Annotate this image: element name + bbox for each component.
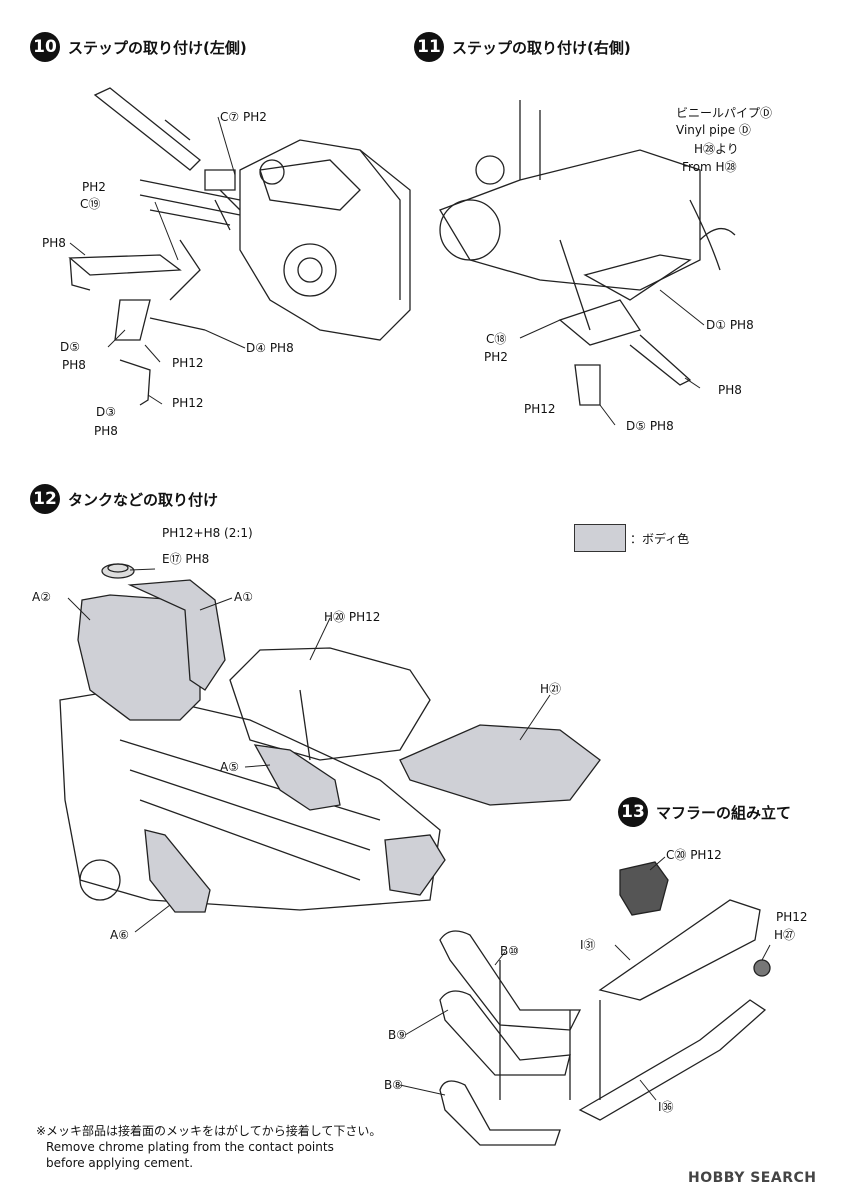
step-13-number: 13	[618, 797, 648, 827]
step-11-title: ステップの取り付け(右側)	[452, 38, 631, 57]
callout-11-c18: C⑱	[486, 332, 507, 346]
watermark-logo: HOBBY SEARCH	[688, 1170, 817, 1186]
step-12-header: 12 タンクなどの取り付け	[30, 484, 218, 514]
body-color-swatch	[574, 524, 626, 552]
step-12-number: 12	[30, 484, 60, 514]
callout-11-ph2: PH2	[484, 350, 508, 364]
side-panel-a5	[253, 744, 341, 811]
step13-drawing	[439, 861, 771, 1146]
callout-13-b10: B⑩	[500, 944, 519, 958]
callout-12-h20: H⑳ PH12	[324, 610, 381, 624]
tank-left-half	[77, 594, 201, 721]
callout-10-ph12-b: PH12	[172, 396, 204, 410]
side-panel-a6	[144, 829, 211, 913]
callout-10-c19: C⑲	[80, 197, 101, 211]
chrome-note-en-1: Remove chrome plating from the contact p…	[46, 1140, 334, 1154]
callout-11-from-en: From H㉘	[682, 160, 737, 174]
callout-12-a6: A⑥	[110, 928, 129, 942]
step-13-title: マフラーの組み立て	[656, 803, 792, 822]
tail-cowl	[399, 724, 601, 806]
callout-10-ph2: PH2	[82, 180, 106, 194]
body-color-label: ：ボディ色	[630, 532, 690, 546]
callout-11-from-jp: H㉘より	[694, 142, 739, 156]
fuel-cap	[101, 563, 135, 579]
step-12-title: タンクなどの取り付け	[68, 490, 219, 509]
step12-drawing	[59, 647, 441, 911]
callout-12-a5: A⑤	[220, 760, 239, 774]
callout-13-c20: C⑳ PH12	[666, 848, 722, 862]
tank-right-half	[127, 579, 226, 691]
callout-12-e17: E⑰ PH8	[162, 552, 210, 566]
step-11-number: 11	[414, 32, 444, 62]
callout-13-h27: H㉗	[774, 928, 796, 942]
chrome-note-jp: ※メッキ部品は接着面のメッキをはがしてから接着して下さい。	[36, 1124, 382, 1138]
chrome-note-en-2: before applying cement.	[46, 1156, 194, 1170]
callout-12-h21: H㉑	[540, 682, 562, 696]
callout-11-vinyl-en: Vinyl pipe Ⓓ	[676, 123, 751, 137]
callout-10-ph8-c: PH8	[94, 424, 118, 438]
callout-11-ph8: PH8	[718, 383, 742, 397]
callout-13-i36: I㊱	[658, 1100, 674, 1114]
callout-10-d3: D③	[96, 405, 116, 419]
step10-frame-drawing	[68, 87, 411, 406]
callout-13-b8: B⑧	[384, 1078, 403, 1092]
callout-11-d5: D⑤ PH8	[626, 419, 674, 433]
callout-10-ph8-b: PH8	[62, 358, 86, 372]
leader-lines	[67, 116, 771, 1101]
callout-13-ph12: PH12	[776, 910, 808, 924]
callout-10-d4: D④ PH8	[246, 341, 294, 355]
step-10-header: 10 ステップの取り付け(左側)	[30, 32, 247, 62]
callout-10-ph8-a: PH8	[42, 236, 66, 250]
callout-12-a1: A①	[234, 590, 253, 604]
callout-11-ph12: PH12	[524, 402, 556, 416]
callout-13-i31: I㉛	[580, 938, 596, 952]
step-10-title: ステップの取り付け(左側)	[68, 38, 247, 57]
step-11-header: 11 ステップの取り付け(右側)	[414, 32, 631, 62]
callout-11-vinyl-jp: ビニールパイプⒹ	[676, 106, 773, 120]
callout-12-ratio: PH12+H8 (2:1)	[162, 526, 253, 540]
callout-10-ph12-a: PH12	[172, 356, 204, 370]
step-10-number: 10	[30, 32, 60, 62]
callout-10-d5: D⑤	[60, 340, 80, 354]
callout-12-a2: A②	[32, 590, 51, 604]
callout-10-c7: C⑦ PH2	[220, 110, 267, 124]
tail-cowl-lower	[384, 834, 446, 896]
step-13-header: 13 マフラーの組み立て	[618, 797, 791, 827]
callout-13-b9: B⑨	[388, 1028, 407, 1042]
callout-11-d1: D① PH8	[706, 318, 754, 332]
